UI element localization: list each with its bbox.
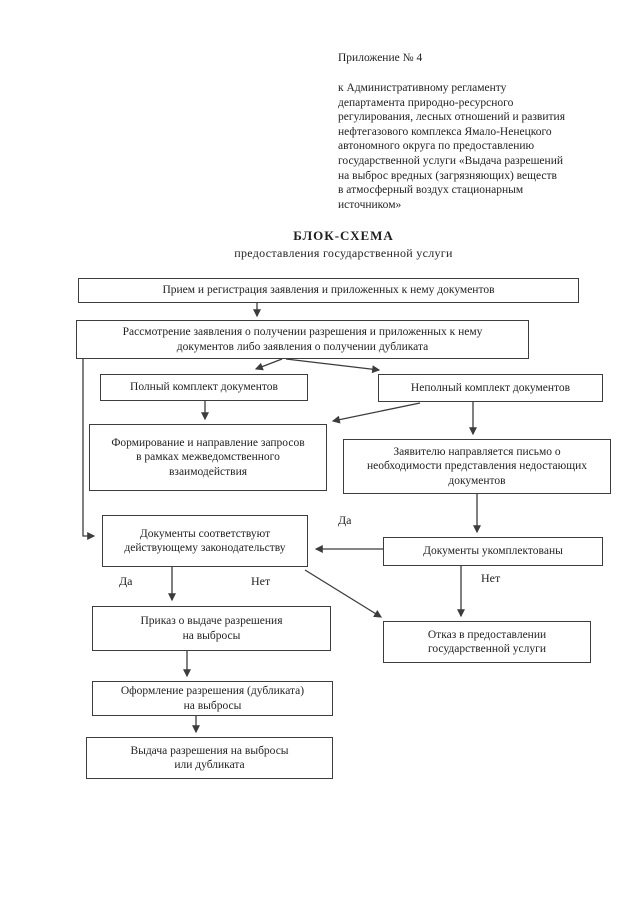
arrow-review-to-complete (254, 358, 283, 371)
label-yes-comply: Да (119, 574, 133, 588)
box-deliver-permit: Выдача разрешения на выбросы или дублика… (86, 737, 333, 779)
label-yes-completed: Да (338, 513, 352, 527)
box-incomplete-set: Неполный комплект документов (378, 374, 603, 402)
box-docs-comply-law: Документы соответствуют действующему зак… (102, 515, 308, 567)
scheme-titles: БЛОК-СХЕМА предоставления государственно… (76, 228, 611, 261)
box-interagency-requests: Формирование и направление запросов в ра… (89, 424, 327, 491)
regulation-reference: к Административному регламенту департаме… (338, 82, 565, 211)
box-docs-completed: Документы укомплектованы (383, 537, 603, 566)
scheme-subtitle: предоставления государственной услуги (234, 246, 453, 260)
label-no-completed: Нет (481, 571, 501, 585)
box-review-application: Рассмотрение заявления о получении разре… (76, 320, 529, 359)
label-no-comply: Нет (251, 574, 271, 588)
box-missing-docs-letter: Заявителю направляется письмо о необходи… (343, 439, 611, 494)
arrow-incomplete-to-requests (331, 402, 421, 424)
box-issue-order: Приказ о выдаче разрешения на выбросы (92, 606, 331, 651)
scheme-title: БЛОК-СХЕМА (293, 228, 394, 243)
arrow-review-to-incomplete (285, 358, 381, 374)
appendix-heading: Приложение № 4 (338, 52, 423, 64)
box-receive-registration: Прием и регистрация заявления и приложен… (78, 278, 579, 303)
box-refusal-service: Отказ в предоставлении государственной у… (383, 621, 591, 663)
box-complete-set: Полный комплект документов (100, 374, 308, 401)
box-formalize-permit: Оформление разрешения (дубликата) на выб… (92, 681, 333, 716)
